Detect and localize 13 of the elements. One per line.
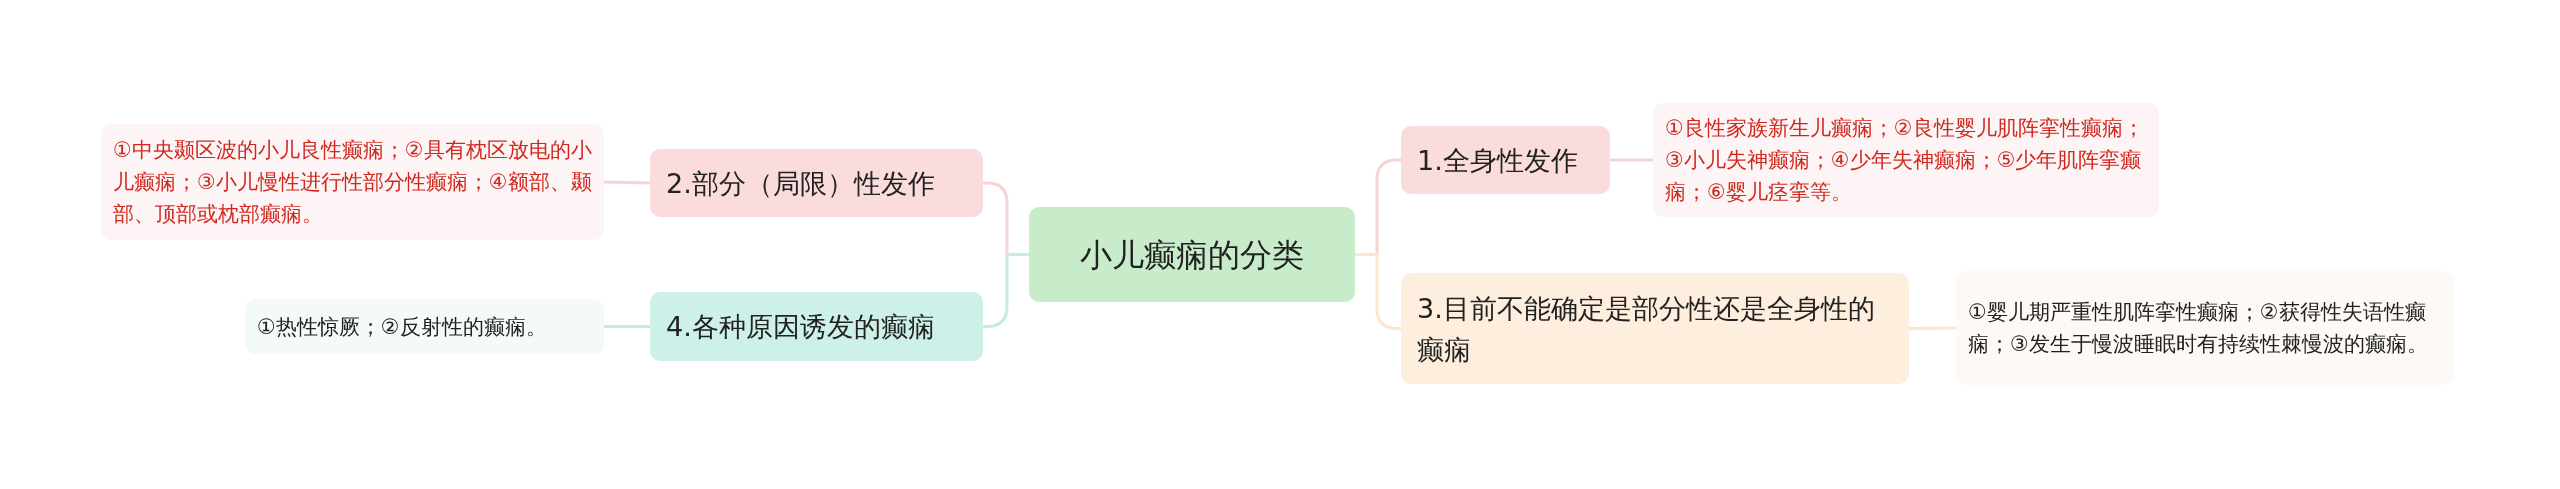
- detail-box: ①婴儿期严重性肌阵挛性癫痫；②获得性失语性癫痫；③发生于慢波睡眠时有持续性棘慢波的癫痫。: [1956, 271, 2454, 385]
- topic-box: 4.各种原因诱发的癫痫: [650, 292, 983, 361]
- topic-box: 2.部分（局限）性发作: [650, 149, 983, 217]
- root-topic-box: 小儿癫痫的分类: [1029, 207, 1355, 302]
- topic-box: 3.目前不能确定是部分性还是全身性的癫痫: [1401, 273, 1909, 384]
- topic-box: 1.全身性发作: [1401, 126, 1610, 194]
- connector-line: [604, 325, 650, 328]
- connector-line: [1909, 326, 1956, 330]
- connector-line: [1610, 158, 1653, 162]
- detail-box: ①良性家族新生儿癫痫；②良性婴儿肌阵挛性癫痫；③小儿失神癫痫；④少年失神癫痫；⑤少年肌阵挛癫痫；⑥婴儿痉挛等。: [1653, 103, 2159, 217]
- detail-box: ①中央颞区波的小儿良性癫痫；②具有枕区放电的小儿癫痫；③小儿慢性进行性部分性癫痫；④额部、颞部、顶部或枕部癫痫。: [101, 124, 604, 240]
- detail-box: ①热性惊厥；②反射性的癫痫。: [245, 299, 604, 354]
- connector-line: [603, 180, 651, 185]
